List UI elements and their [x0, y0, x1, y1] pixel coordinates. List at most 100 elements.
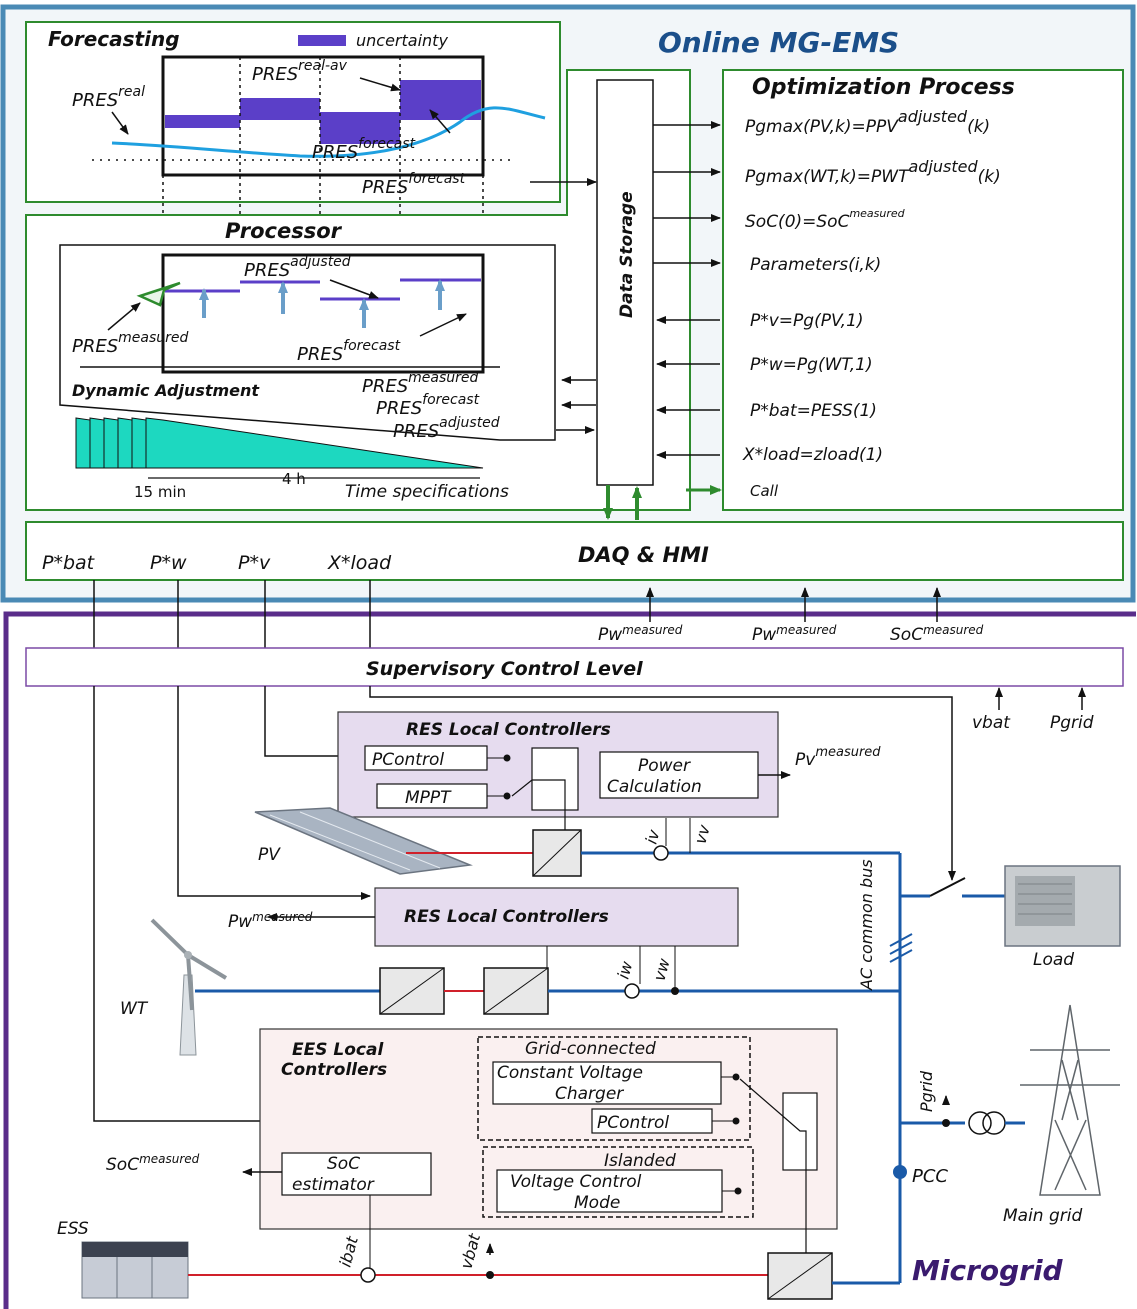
in-pw-2: Pwmeasured	[752, 623, 837, 645]
in-pw-1: Pwmeasured	[598, 623, 683, 645]
forecasting-title: Forecasting	[48, 27, 180, 51]
ees-soc-1: SoC	[327, 1154, 360, 1174]
uncertainty-legend-label: uncertainty	[356, 31, 448, 50]
pres-real-curve	[111, 106, 546, 158]
load-label: Load	[1033, 950, 1074, 970]
opt-eq-5: P*v=Pg(PV,1)	[750, 311, 864, 331]
daq-pv: P*v	[238, 552, 271, 574]
ees-pcontrol: PControl	[597, 1113, 669, 1133]
vv-label: vv	[691, 822, 714, 846]
opt-eq-4: Parameters(i,k)	[750, 255, 881, 275]
opt-eq-2: Pgmax(WT,k)=PWTadjusted(k)	[745, 157, 1001, 187]
out-pres-adjusted: PRESadjusted	[393, 415, 500, 442]
optimization-title: Optimization Process	[752, 75, 1015, 100]
daq-xload: X*load	[327, 552, 392, 574]
res2-pw-out: Pwmeasured	[228, 910, 313, 932]
pv-panel-icon	[254, 807, 473, 875]
daq-hmi-title: DAQ & HMI	[578, 543, 709, 567]
res-controller-1: RES Local Controllers PControl MPPT Powe…	[337, 711, 881, 832]
res2-title: RES Local Controllers	[404, 907, 609, 927]
processor-title: Processor	[225, 219, 343, 243]
res1-switch-box	[531, 747, 579, 811]
uncertainty-band-4	[400, 80, 481, 120]
pres-adjusted-label: PRESadjusted	[244, 254, 351, 281]
time-spec-label: Time specifications	[345, 482, 509, 502]
ess-battery-icon	[81, 1241, 189, 1299]
daq-pw: P*w	[150, 552, 187, 574]
optimization-panel: Optimization Process Pgmax(PV,k)=PPVadju…	[653, 69, 1124, 511]
pcc-node	[893, 1165, 907, 1179]
wt-converter-2	[483, 967, 549, 1015]
pcc-label: PCC	[912, 1166, 948, 1187]
daq-pbat: P*bat	[42, 552, 96, 574]
ess-converter	[767, 1252, 833, 1300]
ees-cv-1: Constant Voltage	[497, 1063, 643, 1083]
wt-label: WT	[120, 999, 149, 1019]
ees-soc-out: SoCmeasured	[106, 1152, 200, 1175]
microgrid-region: Microgrid Pwmeasured Pwmeasured SoCmeasu…	[3, 580, 1136, 1309]
iv-label: iv	[642, 827, 664, 846]
pres-measured-label: PRESmeasured	[72, 330, 189, 357]
res1-power-calc-2: Calculation	[607, 777, 702, 797]
ems-title: Online MG-EMS	[658, 26, 899, 59]
ees-title-1: EES Local	[292, 1040, 384, 1060]
uncertainty-band-3	[320, 112, 400, 144]
data-storage-label: Data Storage	[617, 191, 637, 318]
res1-pv-out: Pvmeasured	[795, 745, 881, 770]
microgrid-title: Microgrid	[912, 1254, 1064, 1287]
supervisory-label: Supervisory Control Level	[366, 658, 643, 680]
ems-region: Online MG-EMS Forecasting uncertainty PR…	[0, 4, 1136, 603]
ees-cv-2: Charger	[555, 1084, 624, 1104]
res1-pcontrol-box	[364, 745, 488, 771]
pres-forecast-inner-label: PRESforecast	[312, 136, 416, 163]
res1-mppt: MPPT	[405, 788, 452, 808]
ees-vc-2: Mode	[574, 1193, 620, 1213]
res1-mppt-box	[376, 783, 488, 809]
opt-eq-6: P*w=Pg(WT,1)	[750, 355, 873, 375]
wind-turbine-icon	[150, 918, 228, 1056]
opt-eq-3: SoC(0)=SoCmeasured	[745, 207, 906, 232]
opt-eq-8: X*load=zload(1)	[742, 445, 883, 465]
ees-islanded: Islanded	[604, 1151, 676, 1171]
processor-panel: Processor PRESadjusted PRESmeasured PRES…	[25, 69, 691, 511]
transmission-tower-icon	[1020, 1004, 1120, 1196]
dynamic-adjustment-label: Dynamic Adjustment	[72, 381, 260, 400]
data-storage-box	[596, 79, 654, 486]
res1-title: RES Local Controllers	[406, 720, 611, 740]
time-wedge	[75, 417, 484, 469]
res1-power-calc-box	[599, 751, 759, 799]
forecast-window	[161, 55, 485, 177]
time-15min-label: 15 min	[134, 483, 186, 501]
vw-label: vw	[650, 955, 674, 983]
res1-power-calc-1: Power	[638, 756, 691, 776]
pres-realav-label: PRESreal-av	[252, 58, 348, 85]
ees-controller: EES Local Controllers Grid-connected Con…	[106, 1028, 838, 1268]
adjust-window	[161, 253, 485, 374]
res1-pcontrol: PControl	[372, 750, 444, 770]
ibat-label: ibat	[336, 1234, 362, 1269]
uncertainty-band-2	[240, 98, 320, 120]
ess-label: ESS	[57, 1219, 89, 1239]
ac-bus-label: AC common bus	[857, 859, 876, 991]
uncertainty-band-1	[165, 115, 240, 128]
ees-vc-1: Voltage Control	[510, 1172, 642, 1192]
out-pres-measured: PRESmeasured	[362, 370, 479, 397]
transformer-icon	[968, 1111, 992, 1135]
pgrid-in-label: Pgrid	[1050, 713, 1094, 733]
ees-grid-connected: Grid-connected	[525, 1039, 656, 1059]
pres-forecast-out-label: PRESforecast	[362, 171, 466, 198]
opt-eq-1: Pgmax(PV,k)=PPVadjusted(k)	[745, 107, 990, 137]
vbat-in-label: vbat	[972, 713, 1011, 733]
iw-label: iw	[614, 958, 637, 981]
in-soc: SoCmeasured	[890, 623, 984, 645]
opt-eq-7: P*bat=PESS(1)	[750, 401, 877, 421]
ees-title-2: Controllers	[281, 1060, 387, 1080]
res-controller-2: RES Local Controllers Pwmeasured	[228, 887, 739, 947]
load-icon	[1004, 865, 1121, 947]
pv-converter	[532, 829, 582, 877]
supervisory-box	[25, 647, 1124, 687]
wt-converter-1	[379, 967, 445, 1015]
time-4h-label: 4 h	[282, 470, 306, 488]
forecasting-panel: Forecasting uncertainty PRESreal PRESrea…	[25, 21, 561, 478]
